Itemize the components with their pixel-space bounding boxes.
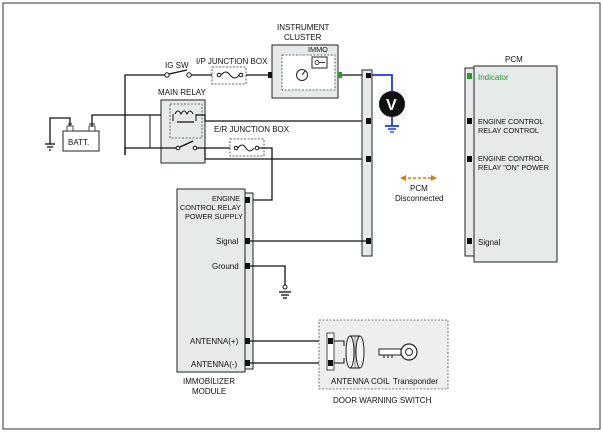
door-warning-switch-label: DOOR WARNING SWITCH: [333, 396, 432, 405]
wire-battery-positive: [91, 114, 125, 126]
wire-immo-ground: [250, 265, 286, 285]
pcm-ecr-on-label-1: ENGINE CONTROL: [478, 154, 544, 163]
pcm-pin-ecr-on-power: [467, 156, 472, 162]
pcm-pin-indicator: [467, 73, 472, 79]
ig-sw-label: IG SW: [165, 61, 189, 70]
transponder-label: Transponder: [393, 377, 438, 386]
er-fuse-icon: [233, 144, 260, 152]
pcm-indicator-label: Indicator: [478, 73, 509, 82]
ground-icon: [45, 143, 55, 151]
voltmeter-symbol: V: [386, 97, 397, 114]
er-junction-box-label: E/R JUNCTION BOX: [214, 125, 290, 134]
pcm-pin-ecr-control: [467, 118, 472, 124]
pcm-ecr-on-label-2: RELAY "ON" POWER: [478, 163, 549, 172]
immo-ecr-label-1: ENGINE: [212, 194, 240, 203]
pcm-signal-label: Signal: [478, 238, 500, 247]
immo-lamp-icon: [311, 56, 328, 69]
pcm-disconnected-label-1: PCM: [410, 184, 428, 193]
immo-pin-antenna-neg: [245, 360, 250, 366]
pcm-box: [473, 65, 558, 263]
main-relay-label: MAIN RELAY: [158, 88, 207, 97]
strip-pin-2: [366, 118, 371, 124]
ig-switch: [164, 69, 192, 78]
pcm-disconnected-label-2: Disconnected: [395, 194, 443, 203]
wire-coil-neg: [334, 358, 345, 364]
immo-pin-antenna-pos: [245, 338, 250, 344]
meter-ground-icon: [385, 125, 399, 133]
antenna-pin-pos: [328, 338, 333, 344]
cluster-pin-right: [338, 72, 342, 78]
immo-ground-label: Ground: [212, 262, 239, 271]
strip-pin-3: [366, 156, 371, 162]
immobilizer-module-label-1: IMMOBILIZER: [183, 377, 235, 386]
antenna-coil-icon: [345, 335, 365, 369]
antenna-connector: [326, 332, 335, 371]
pcm-ecr-control-label-1: ENGINE CONTROL: [478, 117, 544, 126]
antenna-coil-label: ANTENNA COIL: [331, 377, 390, 386]
immo-pin-signal: [245, 238, 250, 244]
wire-coil-pos: [334, 340, 345, 346]
instrument-cluster-label-1: INSTRUMENT: [277, 23, 330, 32]
immo-ecr-label-3: POWER SUPPLY: [185, 212, 243, 221]
relay-contact-icon: [175, 140, 198, 151]
instrument-cluster-label-2: CLUSTER: [284, 33, 322, 42]
immo-pin-power: [245, 197, 250, 203]
strip-pin-4: [366, 238, 371, 244]
cluster-pin-left: [268, 72, 272, 78]
wire-erjb-to-immo-power: [249, 147, 273, 201]
immobilizer-connector: [244, 192, 254, 370]
breakout-connector-strip: [361, 69, 373, 257]
wire-relay-to-pcm-on-power: [204, 148, 366, 160]
battery-icon: [62, 121, 100, 152]
immobilizer-module-box: [176, 188, 246, 373]
pcm-title: PCM: [505, 55, 523, 64]
gauge-icon: [296, 69, 308, 81]
antenna-pin-neg: [328, 360, 333, 366]
wire-relay-contact-in: [124, 147, 176, 155]
ip-junction-box-label: I/P JUNCTION BOX: [196, 57, 268, 66]
pcm-pin-signal: [467, 238, 472, 244]
wire-relay-to-pcm-control: [196, 114, 366, 122]
fuse-icon: [216, 71, 244, 79]
strip-pin-1: [366, 73, 371, 78]
double-arrow-icon: [400, 175, 437, 181]
immo-antenna-pos-label: ANTENNA(+): [190, 337, 239, 346]
immo-antenna-neg-label: ANTENNA(-): [191, 360, 238, 369]
wire-meter-probe: [372, 74, 393, 92]
immo-ecr-label-2: CONTROL RELAY: [180, 203, 241, 212]
wire-battery-ground: [49, 117, 71, 144]
immo-label: IMMO: [308, 45, 328, 54]
main-relay-box: [160, 99, 206, 164]
wire-batt-to-igsw: [124, 74, 165, 155]
voltmeter-icon: V: [379, 91, 405, 117]
pcm-ecr-control-label-2: RELAY CONTROL: [478, 126, 539, 135]
battery-label: BATT.: [68, 138, 89, 147]
immo-signal-label: Signal: [216, 237, 238, 246]
main-relay-inner: [169, 103, 203, 139]
immobilizer-module-label-2: MODULE: [192, 387, 226, 396]
immo-pin-ground: [245, 263, 250, 269]
immo-ground-icon: [279, 284, 291, 299]
key-icon: [378, 343, 418, 361]
